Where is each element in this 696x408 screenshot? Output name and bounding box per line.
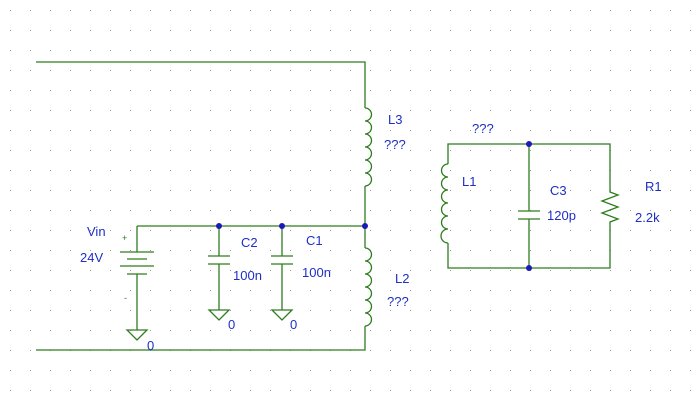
c3-name-label: C3 [550,183,567,198]
junction-node [362,223,368,229]
battery-vin: + - Vin 24V [80,224,154,303]
coupling-value-label: ??? [472,121,494,136]
grid-dots [10,10,691,391]
l3-name-label: L3 [388,112,402,127]
ground-symbol-c1: 0 [270,309,297,332]
c1-value-label: 100n [302,265,331,280]
ground-symbol-c2: 0 [207,309,235,332]
inductor-l2: L2 ??? [364,247,409,327]
l2-name-label: L2 [395,271,409,286]
junction-node [526,265,532,271]
capacitor-c2: C2 100n [208,235,262,283]
capacitor-c3: C3 120p [518,183,576,223]
r1-name-label: R1 [645,179,662,194]
capacitor-c1: C1 100n [271,233,331,280]
vin-name-label: Vin [87,224,106,239]
vin-value-label: 24V [80,250,103,265]
ground-label: 0 [147,338,154,353]
l3-value-label: ??? [384,137,406,152]
junctions [216,141,532,271]
battery-plus-sign: + [122,233,127,243]
inductor-l1: L1 [440,163,476,244]
wires [36,61,611,351]
c2-name-label: C2 [241,235,258,250]
r1-value-label: 2.2k [635,210,660,225]
resistor-r1: R1 2.2k [600,179,662,226]
inductor-l3: L3 ??? [364,107,406,187]
l2-value-label: ??? [387,294,409,309]
junction-node [526,141,532,147]
c1-name-label: C1 [306,233,323,248]
c3-value-label: 120p [547,208,576,223]
c2-value-label: 100n [233,268,262,283]
ground-label: 0 [228,317,235,332]
junction-node [216,223,222,229]
ground-symbol-vin: 0 [125,329,154,353]
junction-node [279,223,285,229]
l1-name-label: L1 [462,174,476,189]
battery-minus-sign: - [124,293,127,303]
ground-label: 0 [290,317,297,332]
